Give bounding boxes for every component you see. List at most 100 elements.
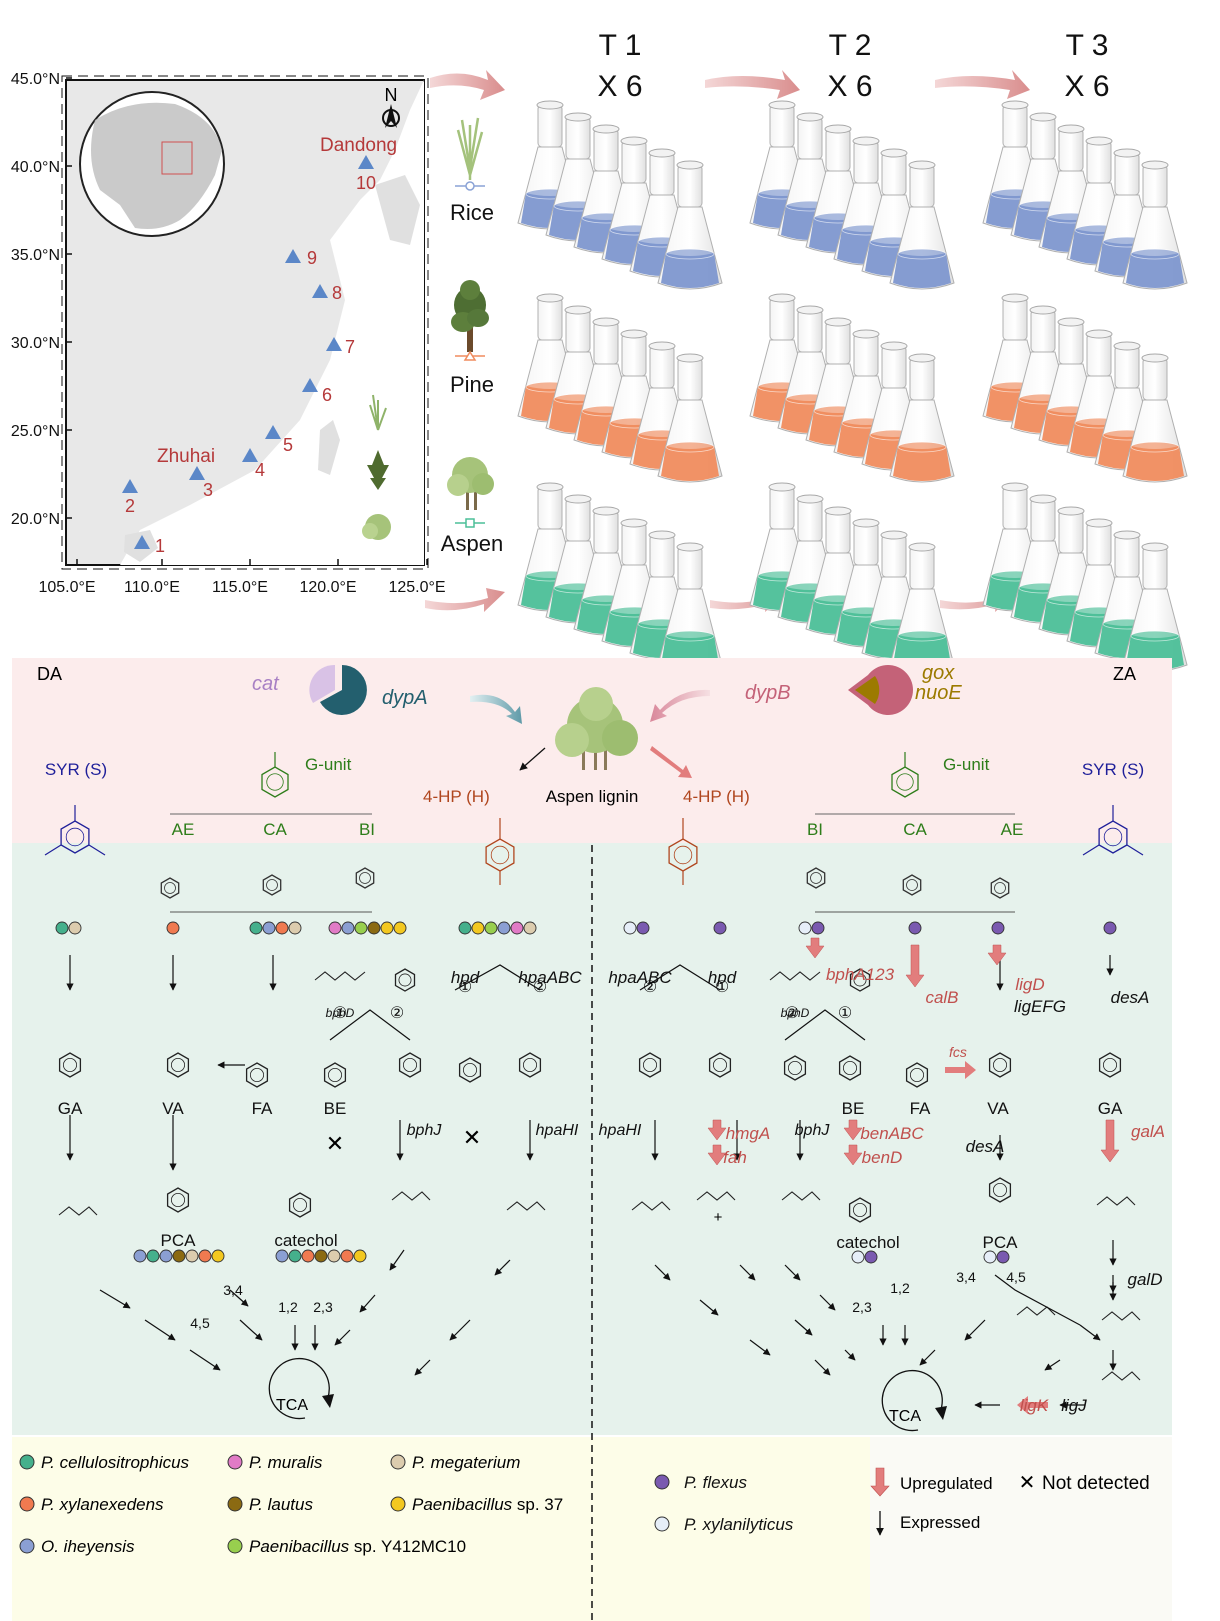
- route-number: ②: [785, 1005, 799, 1022]
- compound-label: PCA: [983, 1233, 1019, 1252]
- lon-tick-label: 110.0°E: [124, 579, 180, 596]
- legend-species: Paenibacillus sp. 37: [412, 1495, 563, 1514]
- pathway-arrow: [229, 1289, 249, 1307]
- gene-label: bphJ: [407, 1122, 443, 1139]
- pine-icon: [367, 450, 389, 490]
- transfer-label: T 3: [1066, 29, 1109, 62]
- branch-line: [784, 1009, 866, 1041]
- pathway-arrow: [99, 1289, 131, 1309]
- gene-label: fcs: [949, 1044, 967, 1060]
- legend-species: P. lautus: [249, 1495, 313, 1514]
- bond-line: [1082, 844, 1100, 856]
- cleavage-label: 2,3: [313, 1299, 333, 1315]
- route-number: ②: [533, 979, 547, 996]
- species-dot: [288, 921, 302, 935]
- bond-type-label: CA: [263, 820, 287, 839]
- not-detected-icon: ✕: [1019, 1472, 1036, 1494]
- syr-left: SYR (S): [45, 760, 107, 779]
- north-arrow-icon: [382, 104, 400, 128]
- intermediate-structure: [398, 1052, 422, 1078]
- intermediate-structure: [838, 1055, 862, 1081]
- species-dot: [471, 921, 485, 935]
- site-marker-icon: [326, 337, 342, 351]
- transfer-arrow-in-top: [430, 70, 505, 100]
- lat-tick-label: 45.0°N: [11, 71, 60, 88]
- branch-line: [329, 1009, 411, 1041]
- lignin-unit-structure: [262, 874, 282, 896]
- lignin-unit-structure: [355, 867, 375, 889]
- not-detected-mark-be: ✕: [326, 1131, 344, 1156]
- aspen-icon: [362, 514, 391, 540]
- bond-type-label: AE: [1001, 820, 1024, 839]
- upregulated-arrow-icon: [843, 1119, 863, 1141]
- bond-line: [1126, 844, 1144, 856]
- intermediate-structure: [58, 1052, 82, 1078]
- branch-line: [994, 1274, 1081, 1326]
- bphd-substrate-structure: [314, 971, 366, 981]
- transfer-label: T 1: [599, 29, 642, 62]
- pathway-arrow: [794, 1319, 813, 1336]
- gene-label: ligJ: [1061, 1396, 1087, 1415]
- species-dot: [864, 1250, 878, 1264]
- transfer-arrow-2-3: [935, 70, 1030, 99]
- compound-label: BE: [324, 1099, 347, 1118]
- site-number: 5: [283, 435, 293, 455]
- gene-label: desA: [966, 1137, 1005, 1156]
- acid-structure: [631, 1201, 671, 1211]
- bond-type-label: BI: [807, 820, 823, 839]
- site-number: 3: [203, 480, 213, 500]
- substrate-label: Aspen: [441, 531, 503, 556]
- flask-group: [749, 293, 955, 483]
- gene-label: ligD: [1015, 975, 1044, 994]
- pathway-panel: DA ZA cat dypA dypB gox nuoE Aspen ligni…: [12, 658, 1172, 1621]
- acid-structure: [1016, 1306, 1056, 1316]
- upregulated-arrow-icon: [1100, 1119, 1120, 1163]
- hp-right: 4-HP (H): [683, 787, 750, 806]
- route-number: ②: [390, 1005, 404, 1022]
- pathway-arrow: [784, 1264, 801, 1281]
- acid-structure: [506, 1201, 546, 1211]
- species-dot: [393, 921, 407, 935]
- tca-right: TCA: [889, 1408, 921, 1425]
- legend-swatch: [19, 1454, 35, 1470]
- compound-label: VA: [162, 1099, 184, 1118]
- tag-za: ZA: [1113, 664, 1136, 684]
- species-dot: [146, 1249, 160, 1263]
- species-dot: [133, 1249, 147, 1263]
- species-dot: [991, 921, 1005, 935]
- branch-line: [454, 964, 541, 991]
- site-marker-icon: [302, 378, 318, 392]
- intermediate-structure: [638, 1052, 662, 1078]
- compound-label: GA: [1098, 1099, 1123, 1118]
- species-dot: [185, 1249, 199, 1263]
- cleavage-label: 1,2: [890, 1280, 910, 1296]
- phenyl-structure: [849, 968, 871, 992]
- pathway-arrow: [414, 1359, 431, 1376]
- site-marker-icon: [122, 479, 138, 493]
- species-dot: [211, 1249, 225, 1263]
- pathway-arrow: [844, 1349, 856, 1361]
- syr-structure-right: [1098, 820, 1128, 854]
- site-number: 7: [345, 337, 355, 357]
- compound-label: BE: [842, 1099, 865, 1118]
- acid-structure: [58, 1206, 98, 1216]
- map-panel: N 45.0°N40.0°N35.0°N30.0°N25.0°N20.0°N 1…: [11, 71, 446, 596]
- upregulated-arrow-icon: [707, 1144, 727, 1166]
- site-marker-icon: [189, 466, 205, 480]
- bphd-substrate-structure: [769, 971, 821, 981]
- upregulated-arrow-icon: [945, 1061, 976, 1079]
- gene-label: benABC: [860, 1124, 924, 1143]
- intermediate-structure: [708, 1052, 732, 1078]
- gene-cat: cat: [252, 673, 280, 695]
- acid-structure: [1101, 1371, 1141, 1381]
- transfer-count: X 6: [827, 70, 872, 103]
- flask-icon: [1122, 160, 1188, 290]
- pathway-arrow: [1044, 1359, 1061, 1371]
- gene-label: hpd: [451, 968, 480, 987]
- intermediate-structure: [458, 1057, 482, 1083]
- lignin-unit-structure: [990, 877, 1010, 899]
- gene-nuoe: nuoE: [915, 682, 962, 704]
- intermediate-structure: [988, 1052, 1012, 1078]
